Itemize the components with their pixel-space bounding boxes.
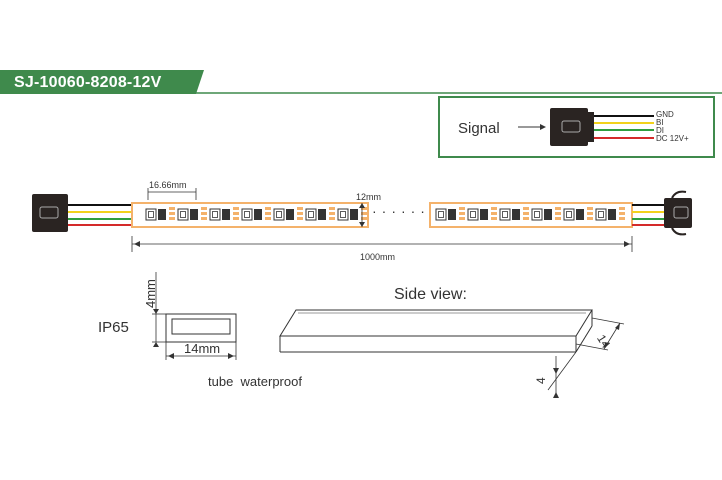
waterproof-caption: tube waterproof [208,374,302,389]
signal-legend-box [438,96,715,158]
led-pixel [563,207,593,221]
side-view-drawing [279,309,593,353]
pitch-dimension [147,188,197,200]
signal-label: Signal [458,120,500,137]
led-pixel [209,207,239,221]
led-pixel [337,207,367,221]
strip-continuation-dots: ······ [372,203,430,219]
header-band [0,70,722,94]
led-pixel [595,207,625,221]
width-dimension [359,203,365,227]
pitch-label: 16.66mm [149,180,187,190]
led-pixel [531,207,561,221]
right-connector [664,190,692,236]
led-pixel [273,207,303,221]
led-pixel [177,207,207,221]
ip-rating-label: IP65 [98,319,129,336]
signal-connector-icon [550,108,594,146]
wire-label-dc12v: DC 12V+ [656,134,689,143]
side-view-title: Side view: [394,286,467,303]
wire-label-di: DI [656,126,664,135]
side-view-width-dimension [575,317,625,351]
led-pixel [145,207,175,221]
led-pixel [241,207,271,221]
led-pixel [305,207,335,221]
cross-section-tube [165,313,237,343]
product-title: SJ-10060-8208-12V [14,74,162,91]
strip-length-label: 1000mm [360,252,396,262]
cross-section-height-dimension [152,272,166,347]
signal-arrow [518,124,546,130]
length-dimension [131,236,633,252]
led-pixel [499,207,529,221]
left-connector [32,194,68,232]
signal-wires [594,115,654,139]
wire-label-gnd: GND [656,110,674,119]
led-pixel [435,207,465,221]
strip-width-label: 12mm [356,192,382,202]
left-wires [68,204,134,226]
led-pixel [467,207,497,221]
strip-segment-left [131,202,369,228]
side-view-height-label: 4 [534,377,548,384]
strip-segment-right [429,202,633,228]
cross-section-width-dimension [165,342,237,360]
side-view-height-dimension [547,351,577,398]
right-wires [632,204,666,226]
cross-section-width-label: 14mm [184,341,221,356]
wire-label-bi: BI [656,118,664,127]
cross-section-height-label: 4mm [143,279,158,308]
